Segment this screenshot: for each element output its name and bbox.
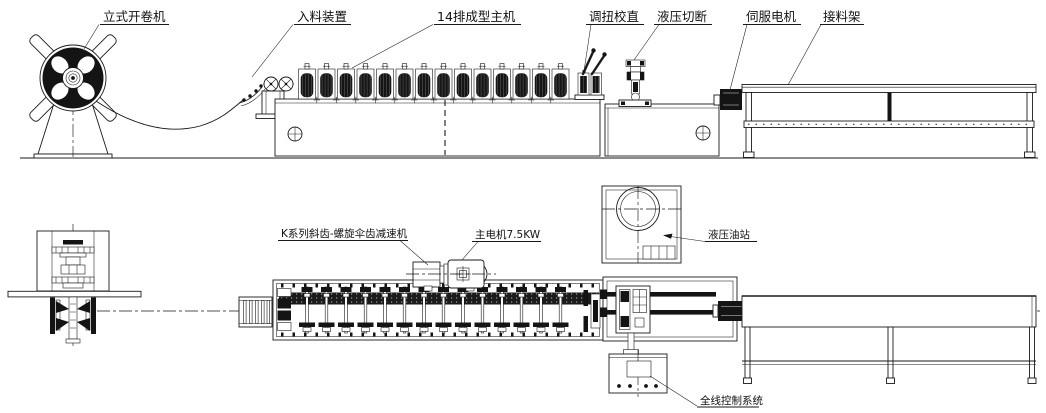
- plan-view: [7, 185, 1040, 397]
- annotations: 立式开卷机 入料装置 14排成型主机 调扭校直 液压切断 伺服电机: [83, 9, 864, 408]
- receiving-rack-elevation: [741, 84, 1037, 158]
- runout-table-plan: [600, 276, 738, 355]
- hydraulic-station: [601, 185, 682, 264]
- lifting-point-icon: [695, 125, 711, 141]
- feed-table-plan: [238, 296, 273, 328]
- svg-text:接料架: 接料架: [823, 9, 861, 24]
- svg-text:液压油站: 液压油站: [708, 228, 750, 241]
- label-main-motor: 主电机7.5KW: [461, 228, 541, 261]
- svg-text:14排成型主机: 14排成型主机: [437, 9, 516, 24]
- label-reducer: K系列斜齿-螺旋伞齿减速机: [278, 227, 429, 266]
- lifting-point-icon: [287, 126, 303, 142]
- cutter-carriage-plan: [615, 285, 651, 355]
- straightener-elevation: [574, 48, 607, 100]
- svg-text:液压切断: 液压切断: [657, 9, 707, 24]
- servo-motor-elevation: [713, 89, 742, 110]
- main-motor-plan: [406, 259, 496, 289]
- receiving-rack-plan: [741, 295, 1037, 384]
- label-main-machine: 14排成型主机: [351, 9, 521, 69]
- svg-text:K系列斜齿-螺旋伞齿减速机: K系列斜齿-螺旋伞齿减速机: [281, 227, 408, 240]
- decoiler-plan: [7, 224, 142, 346]
- forming-machine-plan: [272, 279, 604, 341]
- svg-text:调扭校直: 调扭校直: [589, 9, 639, 24]
- runout-table-elevation: [604, 103, 720, 157]
- roller-stands: [298, 63, 570, 104]
- svg-text:入料装置: 入料装置: [297, 9, 347, 24]
- label-hydraulic-station: 液压油站: [663, 228, 757, 242]
- cutter-elevation: [618, 59, 652, 107]
- control-box: [608, 350, 668, 397]
- leader-arrow-icon: [663, 233, 673, 239]
- svg-text:伺服电机: 伺服电机: [746, 9, 797, 24]
- elevation-view: [20, 34, 1038, 159]
- svg-text:主电机7.5KW: 主电机7.5KW: [475, 228, 541, 241]
- label-control-system: 全线控制系统: [649, 375, 763, 408]
- svg-text:全线控制系统: 全线控制系统: [700, 394, 763, 407]
- steel-strip-elevation: [95, 99, 244, 130]
- label-servo-motor: 伺服电机: [729, 9, 801, 91]
- label-decoiler: 立式开卷机: [83, 9, 169, 50]
- label-feeder: 入料装置: [251, 9, 351, 78]
- servo-motor-plan: [712, 301, 746, 321]
- label-straightener: 调扭校直: [582, 9, 644, 74]
- label-hydraulic-cutoff: 液压切断: [633, 9, 712, 61]
- svg-text:立式开卷机: 立式开卷机: [103, 9, 166, 24]
- steel-strip-plan: [7, 290, 142, 298]
- label-receiving-rack: 接料架: [787, 9, 864, 86]
- reducer-plan: [412, 261, 475, 292]
- decoiler-elevation: [29, 34, 117, 159]
- forming-machine-elevation: [274, 63, 601, 157]
